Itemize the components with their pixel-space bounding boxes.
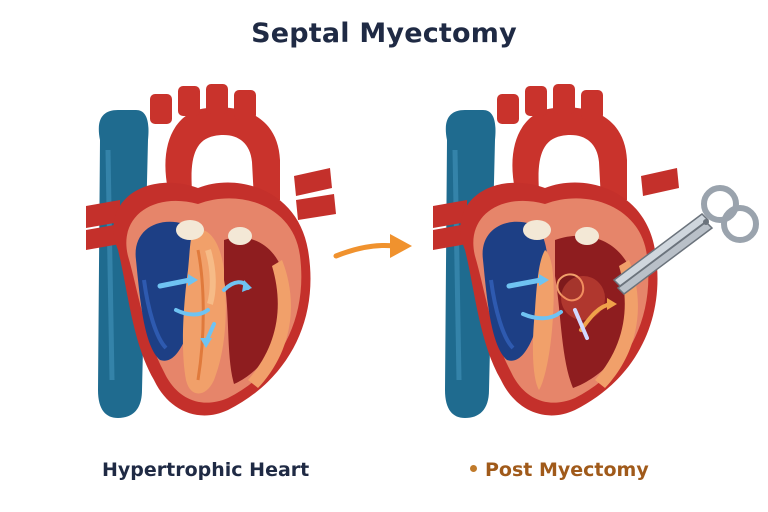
bullet-dot-icon (470, 465, 477, 472)
caption-post-myectomy: Post Myectomy (470, 459, 649, 481)
caption-post-myectomy-text: Post Myectomy (485, 459, 649, 481)
surgical-scissors-icon (588, 170, 768, 314)
caption-hypertrophic-heart: Hypertrophic Heart (102, 459, 310, 481)
page-title: Septal Myectomy (251, 18, 517, 49)
right-arrow-icon (332, 226, 416, 270)
hypertrophic-heart-illustration (58, 80, 358, 434)
